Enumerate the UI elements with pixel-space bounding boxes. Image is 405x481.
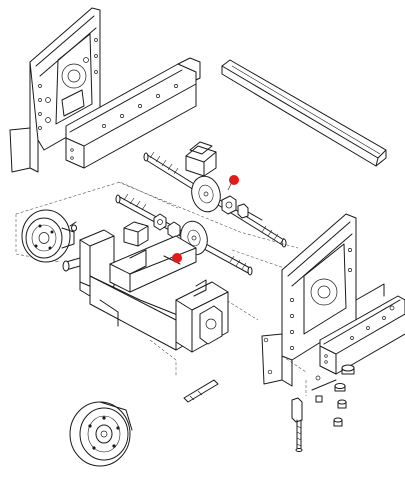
pin-rod — [183, 379, 219, 403]
axle-assembly-center — [62, 229, 229, 353]
bolt-stack-right — [291, 364, 355, 452]
wheel-hub-bottom — [69, 401, 133, 467]
bearing-block-upper — [185, 141, 217, 177]
cross-beam-top-right — [221, 59, 387, 167]
callout-markers — [172, 175, 239, 263]
frame-rail-lower-right — [261, 213, 405, 387]
bearing-block-lower — [123, 213, 181, 247]
marker-lower[interactable] — [172, 253, 182, 263]
brake-drum-left — [21, 209, 77, 263]
assembly-guide-lines — [15, 181, 307, 396]
frame-rail-upper-left — [9, 7, 201, 173]
hub-disc-upper — [191, 175, 221, 213]
marker-upper[interactable] — [229, 175, 239, 185]
collar-nut-upper — [221, 181, 263, 221]
